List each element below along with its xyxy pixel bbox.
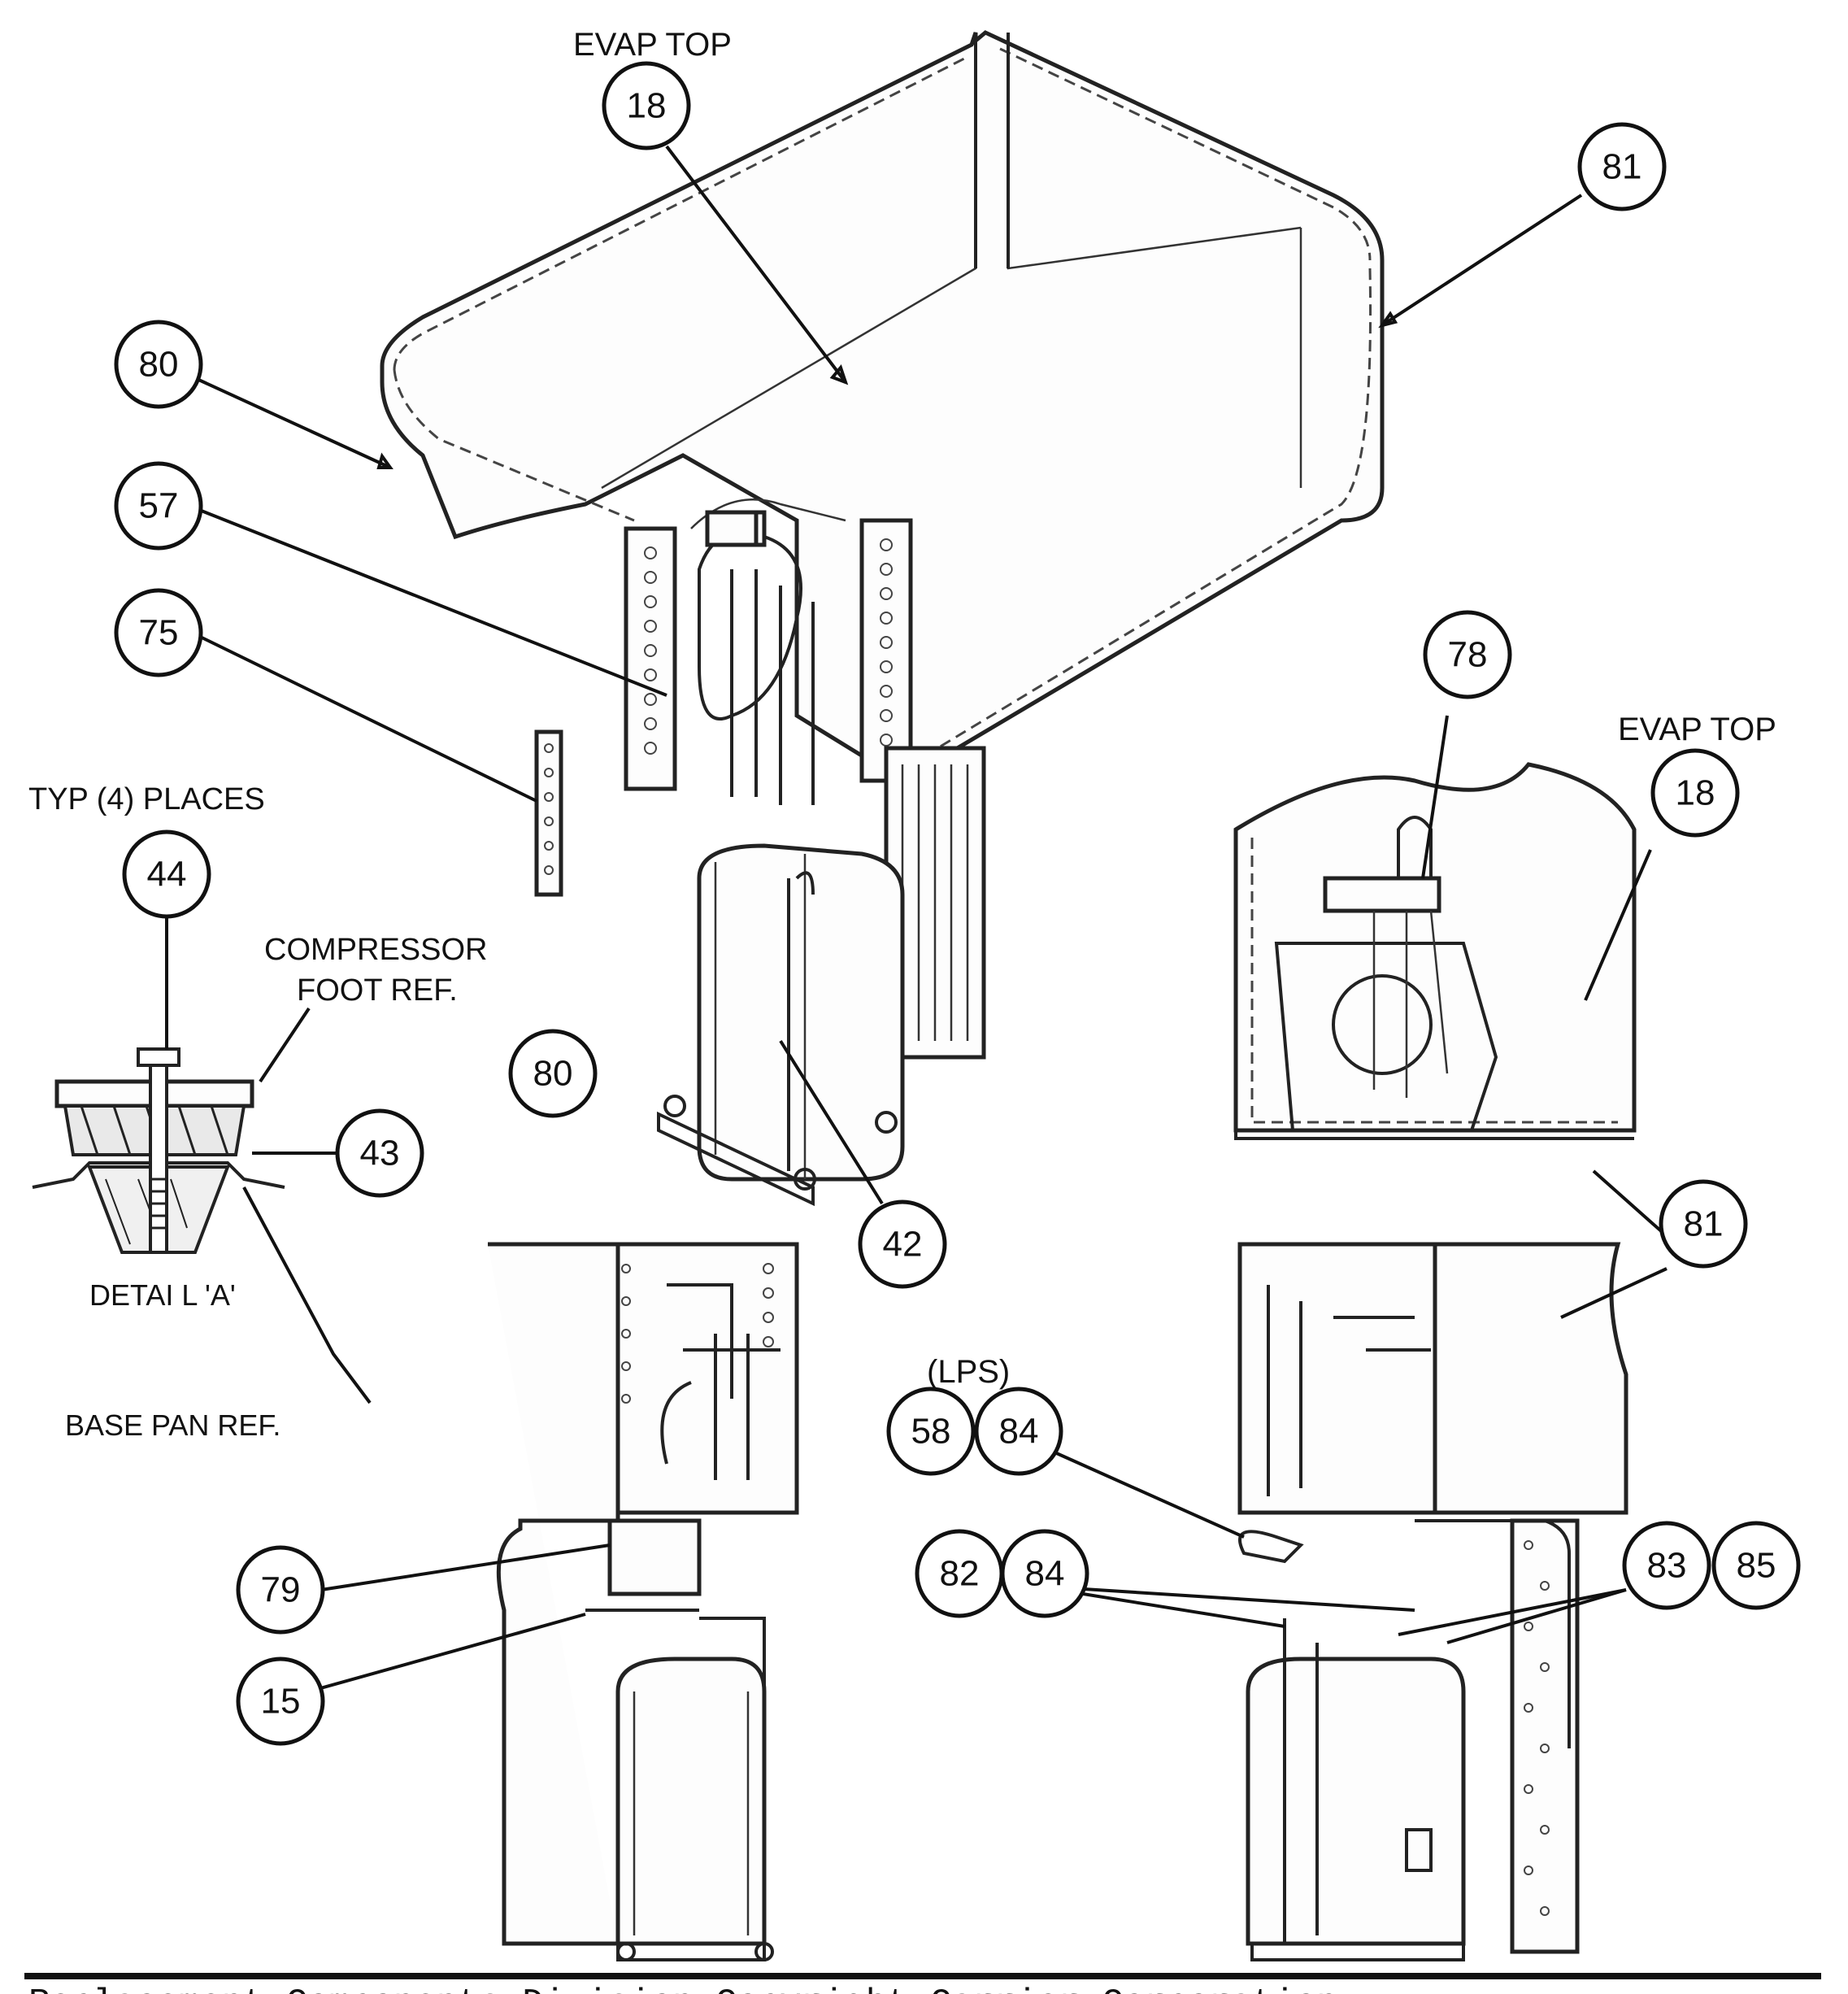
svg-text:85: 85	[1737, 1546, 1776, 1586]
svg-text:43: 43	[360, 1134, 400, 1173]
svg-text:80: 80	[139, 345, 179, 385]
svg-text:84: 84	[1025, 1554, 1065, 1594]
callout-83: 83	[1622, 1521, 1711, 1610]
svg-text:42: 42	[883, 1225, 923, 1265]
lower-left-view	[488, 1242, 799, 1961]
post-75	[534, 729, 563, 897]
callout-81-top: 81	[1577, 122, 1667, 211]
detail-a-isolator	[32, 1047, 285, 1254]
callout-85: 85	[1711, 1521, 1801, 1610]
footer: Replacement Components Division Copyrigh…	[24, 1973, 1821, 1994]
callout-80-lower: 80	[508, 1029, 598, 1118]
label-detail-a: DETAI L 'A'	[89, 1278, 236, 1312]
part-79-box	[607, 1518, 702, 1596]
label-lps: (LPS)	[927, 1354, 1010, 1390]
callout-18-right: 18	[1650, 748, 1740, 838]
corner-post-right	[859, 518, 913, 783]
svg-text:18: 18	[627, 86, 667, 126]
callout-58: 58	[886, 1387, 976, 1476]
callout-79: 79	[236, 1545, 325, 1635]
svg-text:15: 15	[261, 1682, 301, 1722]
callout-15: 15	[236, 1657, 325, 1746]
svg-text:18: 18	[1676, 773, 1715, 813]
callouts: 18 81 80 57 75 78 18 44 43 80 42 81 58 8…	[114, 61, 1801, 1746]
svg-text:81: 81	[1602, 147, 1642, 187]
svg-text:75: 75	[139, 613, 179, 653]
svg-text:81: 81	[1684, 1204, 1724, 1244]
footer-text: Replacement Components Division Copyrigh…	[28, 1983, 1338, 1994]
callout-42: 42	[858, 1199, 947, 1289]
svg-text:79: 79	[261, 1570, 301, 1610]
callout-43: 43	[335, 1108, 424, 1198]
svg-text:44: 44	[147, 855, 187, 895]
leader-lines	[165, 145, 1668, 1693]
svg-text:82: 82	[940, 1554, 980, 1594]
callout-57: 57	[114, 461, 203, 551]
corner-post-left	[624, 526, 677, 791]
top-cabinet-assembly	[380, 30, 1385, 1207]
lower-right-coil	[1510, 1518, 1580, 1954]
callout-81-lower: 81	[1659, 1179, 1748, 1269]
label-compressor-foot-1: COMPRESSOR	[264, 933, 487, 967]
svg-text:78: 78	[1448, 635, 1488, 675]
svg-text:83: 83	[1647, 1546, 1687, 1586]
label-evap-top-right: EVAP TOP	[1618, 712, 1776, 747]
callout-82: 82	[915, 1529, 1004, 1618]
svg-text:80: 80	[533, 1054, 573, 1094]
svg-text:58: 58	[911, 1412, 951, 1452]
callout-18-top: 18	[602, 61, 691, 150]
part-78-bar	[1323, 876, 1441, 913]
upper-right-cutaway	[1233, 762, 1637, 1140]
callout-44: 44	[122, 829, 211, 919]
cabinet-wrapper-panel	[380, 30, 1385, 783]
compressor-top	[697, 843, 905, 1182]
label-typ-places: TYP (4) PLACES	[28, 782, 265, 816]
svg-text:57: 57	[139, 486, 179, 526]
label-evap-top-upper: EVAP TOP	[573, 27, 732, 63]
text-labels: EVAP TOP EVAP TOP TYP (4) PLACES COMPRES…	[28, 27, 1776, 1442]
label-compressor-foot-2: FOOT REF.	[297, 973, 458, 1008]
callout-80-top: 80	[114, 320, 203, 409]
callout-84-b: 84	[1000, 1529, 1089, 1618]
svg-text:84: 84	[999, 1412, 1039, 1452]
callout-75: 75	[114, 588, 203, 677]
lower-right-view	[1237, 1242, 1628, 1961]
label-base-pan: BASE PAN REF.	[65, 1408, 280, 1442]
callout-84-a: 84	[974, 1387, 1063, 1476]
callout-78: 78	[1423, 610, 1512, 699]
